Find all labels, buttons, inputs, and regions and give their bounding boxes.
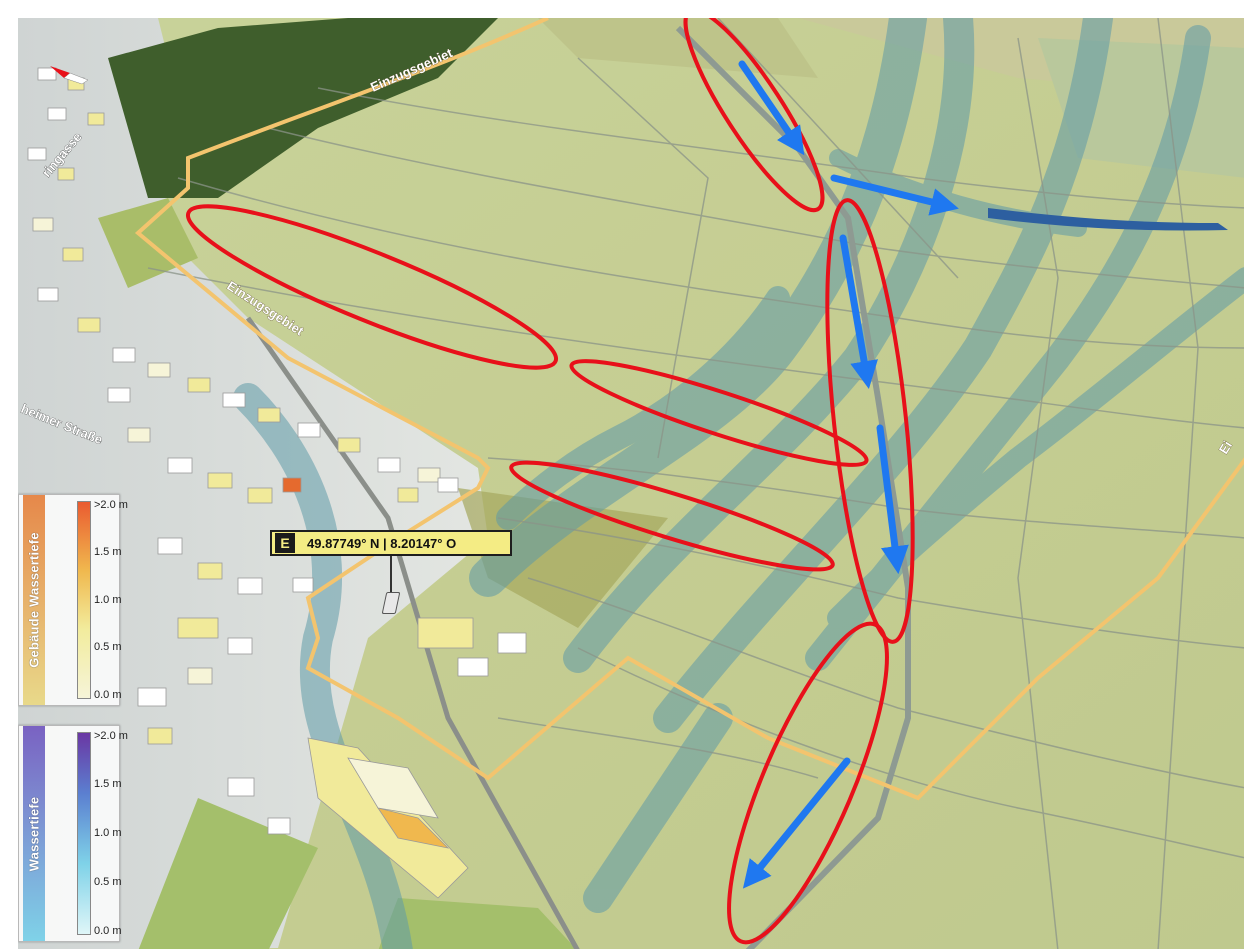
flow-arrows — [738, 60, 959, 889]
ellipse-field-row-3 — [509, 460, 835, 572]
ellipse-field-row-1 — [185, 204, 559, 370]
flag-icon: E — [275, 533, 295, 553]
ellipse-top-corridor — [683, 18, 825, 213]
legend-tick: 0.5 m — [94, 876, 122, 888]
drainage-road — [675, 25, 911, 949]
flow-arrow-2 — [830, 174, 959, 216]
legend-title-box: Wassertiefe — [23, 726, 45, 941]
legend-title: Gebäude Wassertiefe — [26, 532, 42, 668]
legend-tick: >2.0 m — [94, 730, 128, 742]
field-patch — [138, 798, 318, 949]
legend-title-box: Gebäude Wassertiefe — [23, 495, 45, 705]
legend-tick: 1.0 m — [94, 594, 122, 606]
legend-tick: 0.5 m — [94, 641, 122, 653]
flow-arrow-4 — [876, 424, 909, 575]
catchment-boundary — [134, 18, 1244, 801]
ellipse-field-row-2 — [569, 359, 869, 467]
flow-arrow-3 — [839, 234, 878, 390]
coordinate-readout[interactable]: E 49.87749° N | 8.20147° O — [270, 530, 512, 556]
legend-title: Wassertiefe — [26, 796, 42, 871]
legend-tick: 0.0 m — [94, 925, 122, 937]
legend-tick: 1.0 m — [94, 827, 122, 839]
ellipse-bottom-ditch — [727, 621, 889, 945]
north-arrow-icon[interactable] — [50, 66, 89, 85]
buildings — [27, 67, 527, 899]
annotation-ellipses — [185, 18, 915, 945]
field-boundaries — [147, 18, 1244, 949]
legend-tick: >2.0 m — [94, 499, 128, 511]
map-scene[interactable]: Einzugsgebiet Einzugsgebiet Ei ringasse … — [18, 18, 1244, 949]
ellipse-main-ditch — [825, 198, 915, 644]
flow-arrow-5 — [742, 757, 851, 889]
legend-color-ramp — [77, 501, 91, 699]
water-depth-legend: Wassertiefe >2.0 m 1.5 m 1.0 m 0.5 m 0.0… — [18, 725, 128, 942]
coordinate-text: 49.87749° N | 8.20147° O — [307, 535, 457, 551]
building-depth-legend: Gebäude Wassertiefe >2.0 m 1.5 m 1.0 m 0… — [18, 494, 128, 706]
flow-arrow-1 — [738, 60, 805, 156]
map-viewport[interactable]: Einzugsgebiet Einzugsgebiet Ei ringasse … — [18, 18, 1244, 949]
field-patch — [378, 898, 577, 949]
pond — [988, 208, 1228, 231]
field-patch — [538, 18, 818, 78]
legend-tick: 1.5 m — [94, 778, 122, 790]
coordinate-stem — [390, 556, 392, 592]
legend-color-ramp — [77, 732, 91, 935]
legend-tick: 1.5 m — [94, 546, 122, 558]
legend-tick: 0.0 m — [94, 689, 122, 701]
